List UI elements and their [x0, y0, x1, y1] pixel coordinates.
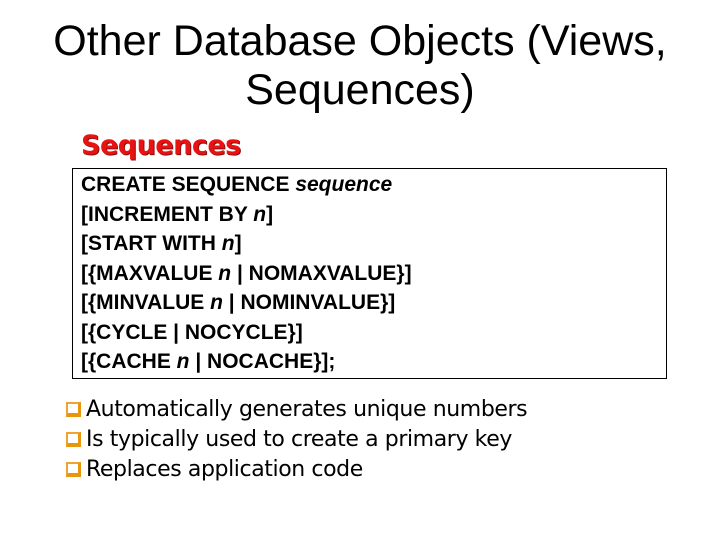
bullet-text: Is typically used to create a primary ke… [86, 427, 512, 452]
bullet-item: Replaces application code [66, 455, 527, 485]
code-segment: | NOMAXVALUE}] [231, 261, 412, 285]
code-segment-italic: n [210, 291, 223, 314]
code-segment-italic: n [221, 232, 235, 255]
slide-title: Other Database Objects (Views, Sequences… [0, 17, 720, 115]
slide-title-line2: Sequences) [245, 66, 475, 114]
bullet-item: Is typically used to create a primary ke… [66, 425, 527, 455]
code-segment-italic: sequence [295, 173, 393, 196]
code-segment: [INCREMENT BY [81, 202, 254, 226]
code-line-minvalue: [{MINVALUE n | NOMINVALUE}] [81, 288, 666, 318]
code-line-start-with: [START WITH n] [81, 229, 666, 259]
code-segment: | NOCACHE}]; [189, 350, 336, 373]
slide-title-line1: Other Database Objects (Views, [53, 17, 667, 65]
code-line-cache: [{CACHE n | NOCACHE}]; [81, 347, 666, 377]
code-segment: ] [234, 232, 242, 255]
code-segment: | NOMINVALUE}] [222, 291, 396, 314]
code-segment-italic: n [253, 202, 267, 226]
code-segment-italic: n [218, 261, 232, 285]
bullet-item: Automatically generates unique numbers [66, 395, 528, 425]
code-segment: [{CYCLE | NOCYCLE}] [81, 320, 303, 344]
code-segment-italic: n [176, 350, 190, 373]
code-line-create-sequence: CREATE SEQUENCE sequence [81, 170, 666, 200]
bullet-text: Automatically generates unique numbers [86, 397, 528, 422]
code-segment: CREATE SEQUENCE [81, 173, 296, 196]
code-line-increment-by: [INCREMENT BY n] [81, 200, 666, 230]
code-segment: [START WITH [81, 232, 222, 255]
square-bullet-icon [66, 462, 81, 477]
syntax-code-box: CREATE SEQUENCE sequence [INCREMENT BY n… [72, 168, 667, 379]
code-segment: ] [266, 202, 274, 226]
code-segment: [{CACHE [81, 350, 177, 373]
bullet-text: Replaces application code [86, 457, 363, 482]
section-heading: Sequences [81, 130, 241, 161]
bullet-list: Automatically generates unique numbers I… [66, 395, 528, 485]
code-line-maxvalue: [{MAXVALUE n | NOMAXVALUE}] [81, 259, 666, 289]
code-segment: [{MAXVALUE [81, 261, 219, 285]
square-bullet-icon [66, 432, 81, 447]
code-line-cycle: [{CYCLE | NOCYCLE}] [81, 318, 666, 348]
code-segment: [{MINVALUE [81, 291, 211, 314]
square-bullet-icon [66, 402, 81, 417]
